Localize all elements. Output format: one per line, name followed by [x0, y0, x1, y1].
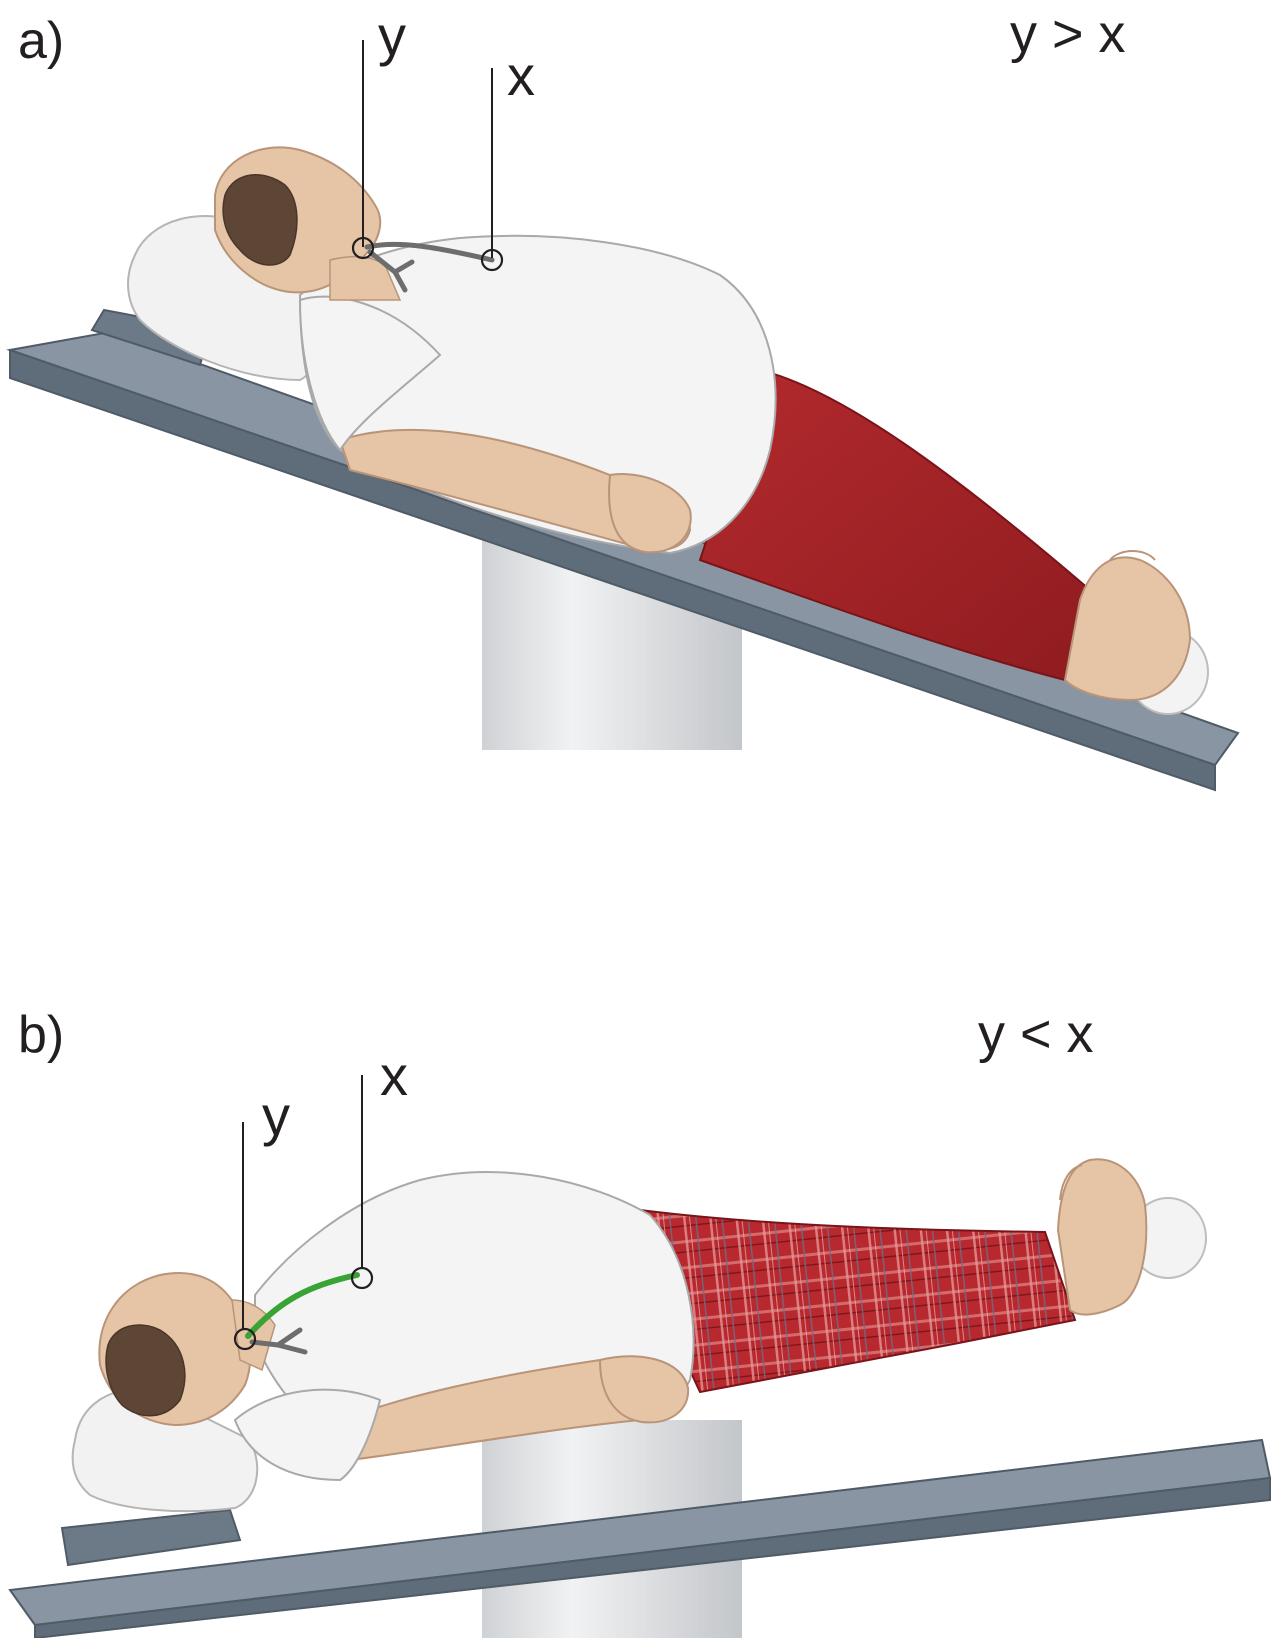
- x-label-a: x: [507, 44, 535, 107]
- panel-b-label: b): [18, 1006, 64, 1064]
- y-label-b: y: [262, 1084, 290, 1147]
- relation-b: y < x: [978, 1004, 1094, 1064]
- feet: [1065, 557, 1190, 700]
- y-label-a: y: [378, 4, 406, 67]
- panel-a: a) y x y > x: [10, 4, 1238, 790]
- panel-a-label: a): [18, 12, 64, 70]
- panel-b: b) y x y < x: [10, 1004, 1270, 1638]
- table-pad: [62, 1510, 240, 1565]
- x-label-b: x: [380, 1044, 408, 1107]
- pants: [640, 1210, 1075, 1392]
- relation-a: y > x: [1010, 4, 1126, 64]
- feet: [1058, 1159, 1146, 1314]
